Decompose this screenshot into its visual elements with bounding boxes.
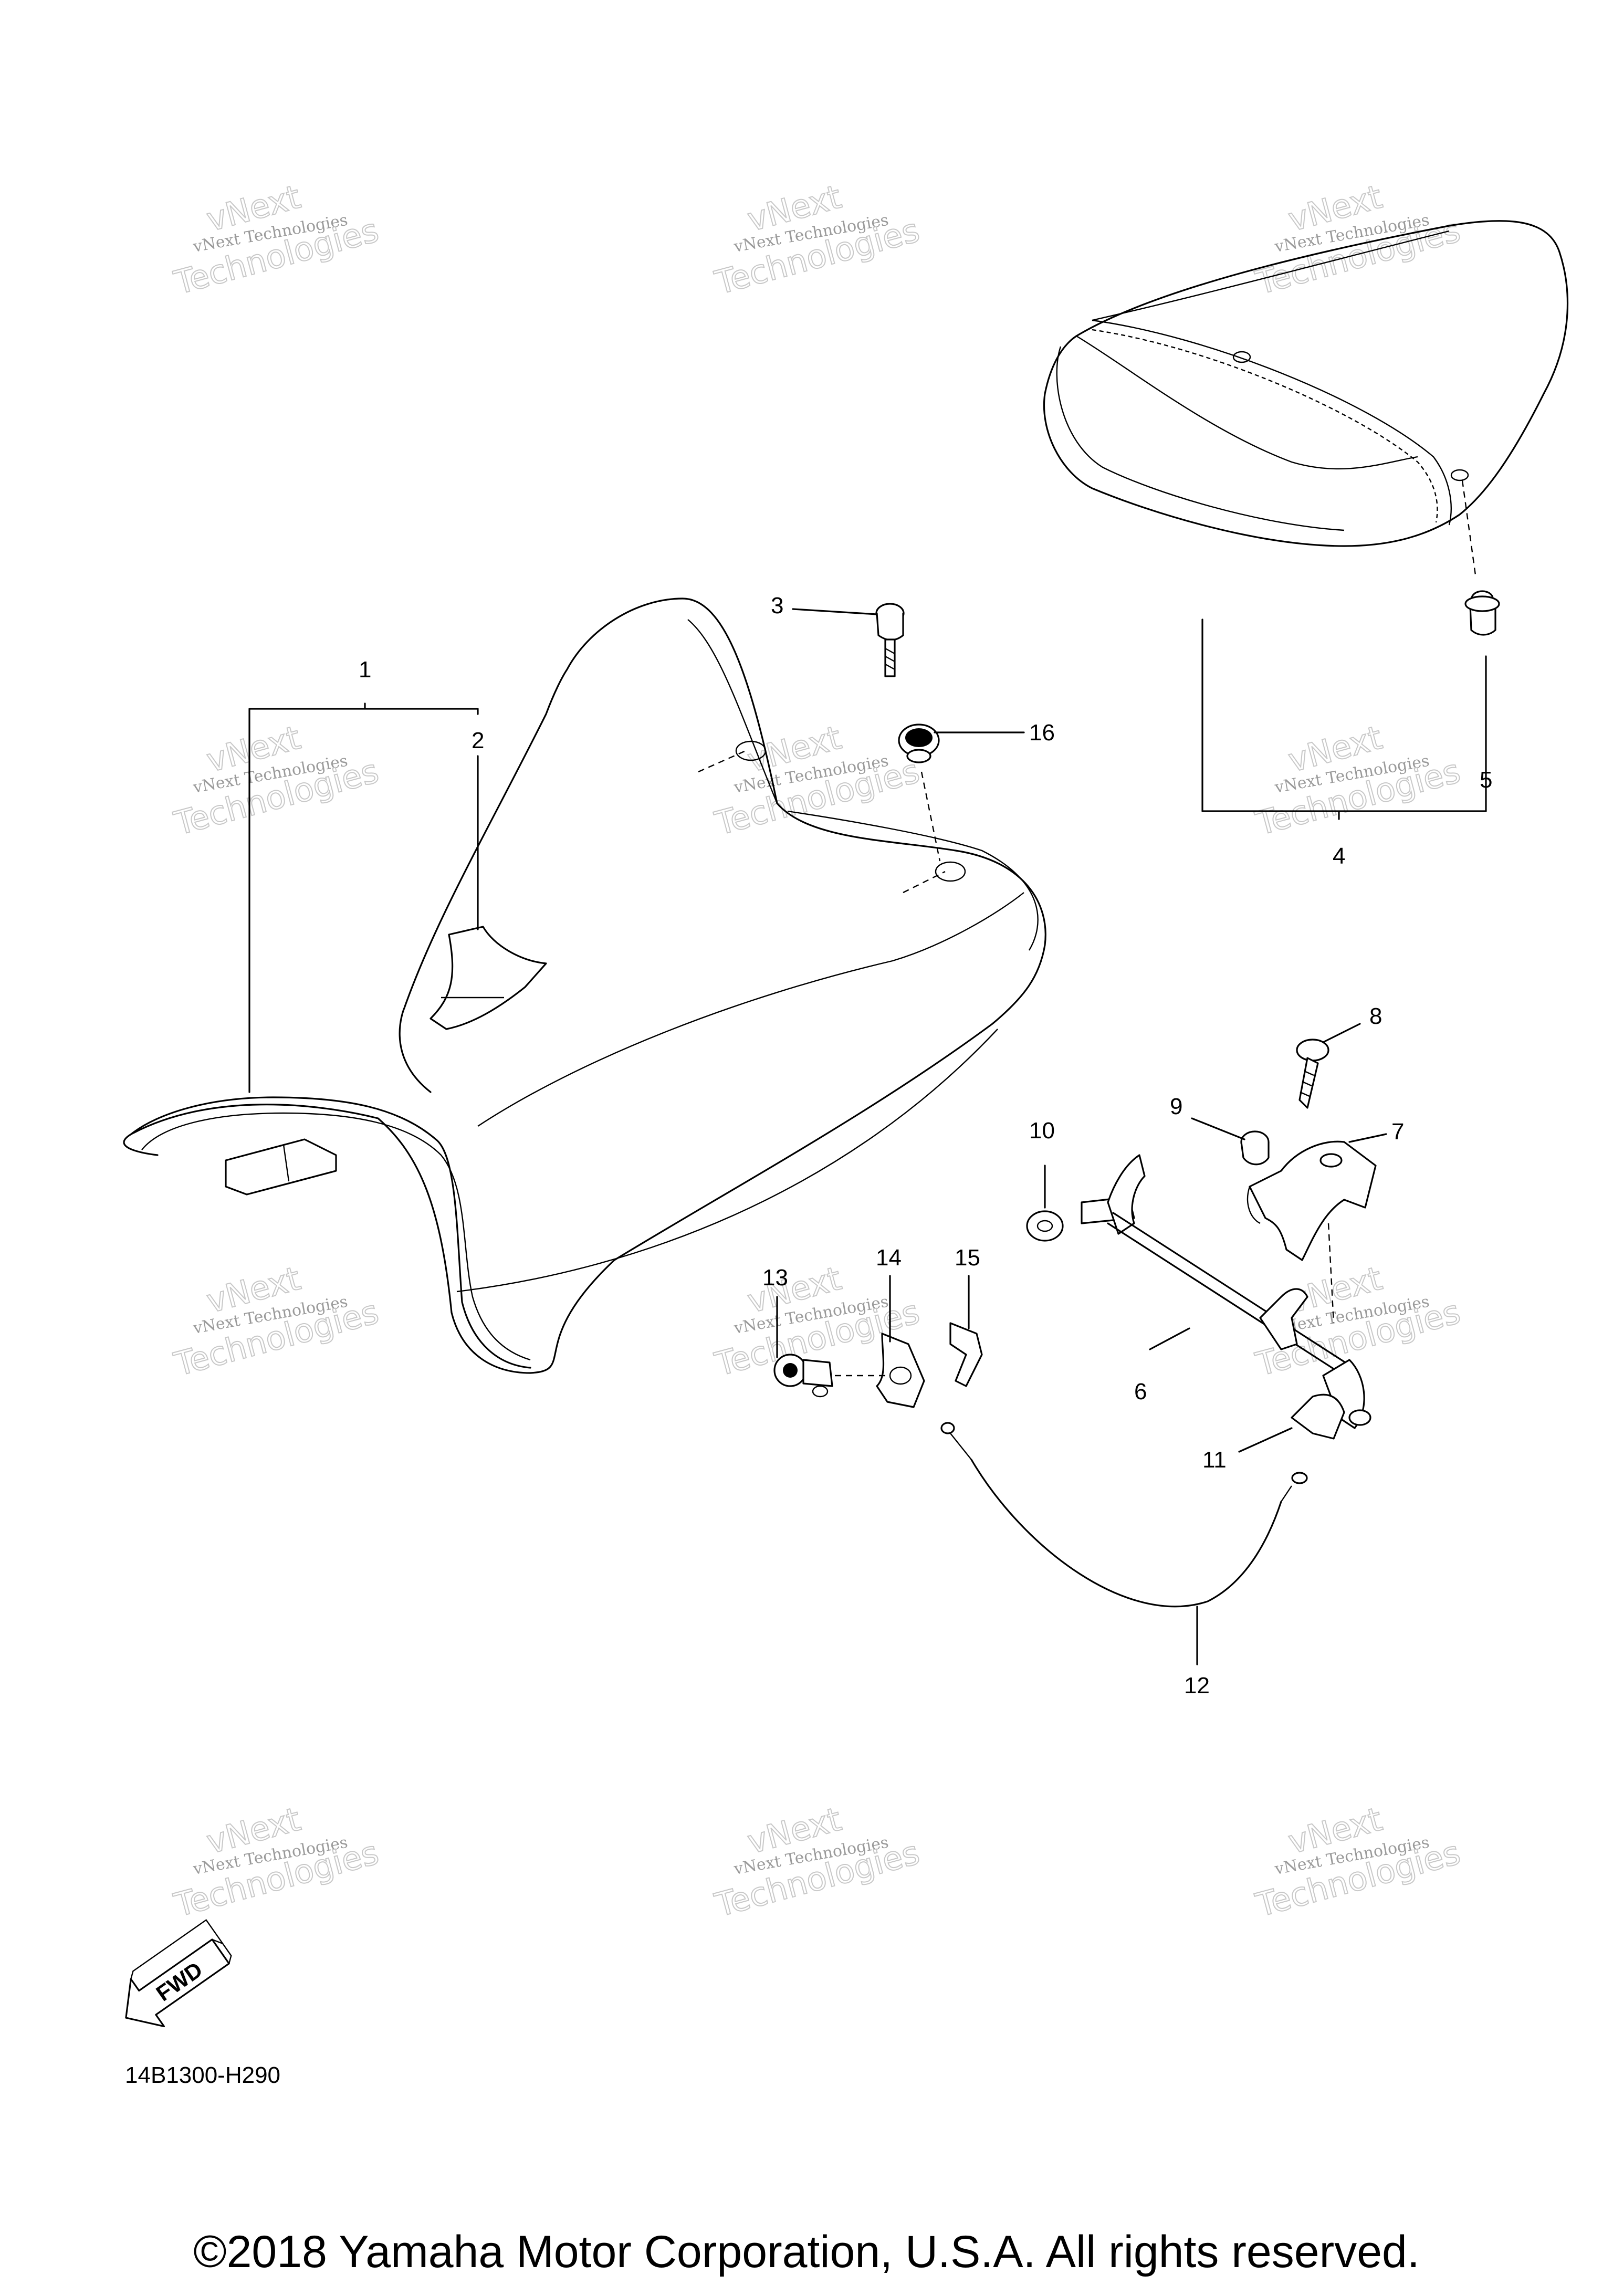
watermark: vNext Technologies vNext Technologies — [1251, 1799, 1465, 1925]
diagram-code: 14B1300-H290 — [125, 2062, 281, 2088]
bolt-8 — [1296, 1039, 1329, 1109]
watermark: vNext Technologies vNext Technologies — [710, 718, 924, 844]
collar-10 — [1026, 1210, 1064, 1242]
part-number-15: 15 — [955, 1245, 980, 1271]
part-numbers: 1 2 3 4 5 6 7 8 9 10 11 12 13 14 15 16 — [359, 593, 1492, 1699]
watermark: vNext Technologies vNext Technologies — [170, 718, 383, 844]
part-number-14: 14 — [876, 1245, 902, 1271]
collar-5 — [1464, 590, 1500, 636]
passenger-seat — [1043, 220, 1569, 575]
watermark: vNext Technologies vNext Technologies — [1251, 718, 1465, 844]
rod-6 — [1081, 1154, 1371, 1429]
bolt-3 — [875, 603, 905, 677]
watermark: vNext Technologies vNext Technologies — [170, 1799, 383, 1925]
part-number-7: 7 — [1391, 1119, 1404, 1145]
cable-12 — [940, 1422, 1308, 1608]
part-number-9: 9 — [1170, 1094, 1182, 1119]
watermark-grid: vNext Technologies vNext Technologies vN… — [170, 177, 1465, 1925]
part-number-8: 8 — [1369, 1003, 1382, 1029]
part-number-2: 2 — [472, 728, 484, 753]
part-number-10: 10 — [1029, 1118, 1055, 1144]
alignment-line — [920, 771, 941, 862]
part-number-1: 1 — [359, 657, 371, 683]
copyright-notice: ©2018 Yamaha Motor Corporation, U.S.A. A… — [193, 2227, 1420, 2277]
bracket-11 — [1291, 1393, 1345, 1440]
part-number-6: 6 — [1134, 1379, 1147, 1404]
watermark: vNext Technologies vNext Technologies — [710, 1799, 924, 1925]
part-number-12: 12 — [1184, 1673, 1210, 1699]
part-number-5: 5 — [1480, 767, 1492, 793]
watermark: vNext Technologies vNext Technologies — [1251, 177, 1465, 303]
part-number-3: 3 — [771, 593, 783, 618]
fwd-arrow-icon: FWD — [125, 1919, 232, 2028]
part-number-13: 13 — [762, 1265, 788, 1291]
watermark: vNext Technologies vNext Technologies — [710, 177, 924, 303]
grommet-16 — [898, 724, 940, 763]
damper-9 — [1240, 1130, 1270, 1166]
watermark: vNext Technologies vNext Technologies — [170, 177, 383, 303]
part-number-4: 4 — [1333, 843, 1345, 869]
watermark: vNext Technologies vNext Technologies — [170, 1259, 383, 1385]
part-number-16: 16 — [1029, 720, 1055, 746]
retainer-14 — [876, 1333, 925, 1408]
rider-seat — [123, 597, 1046, 1374]
callout-lines — [248, 608, 1487, 1665]
clip-15 — [949, 1322, 983, 1387]
part-number-11: 11 — [1202, 1447, 1227, 1473]
bracket-7 — [1247, 1140, 1377, 1324]
lock-13 — [773, 1354, 833, 1398]
